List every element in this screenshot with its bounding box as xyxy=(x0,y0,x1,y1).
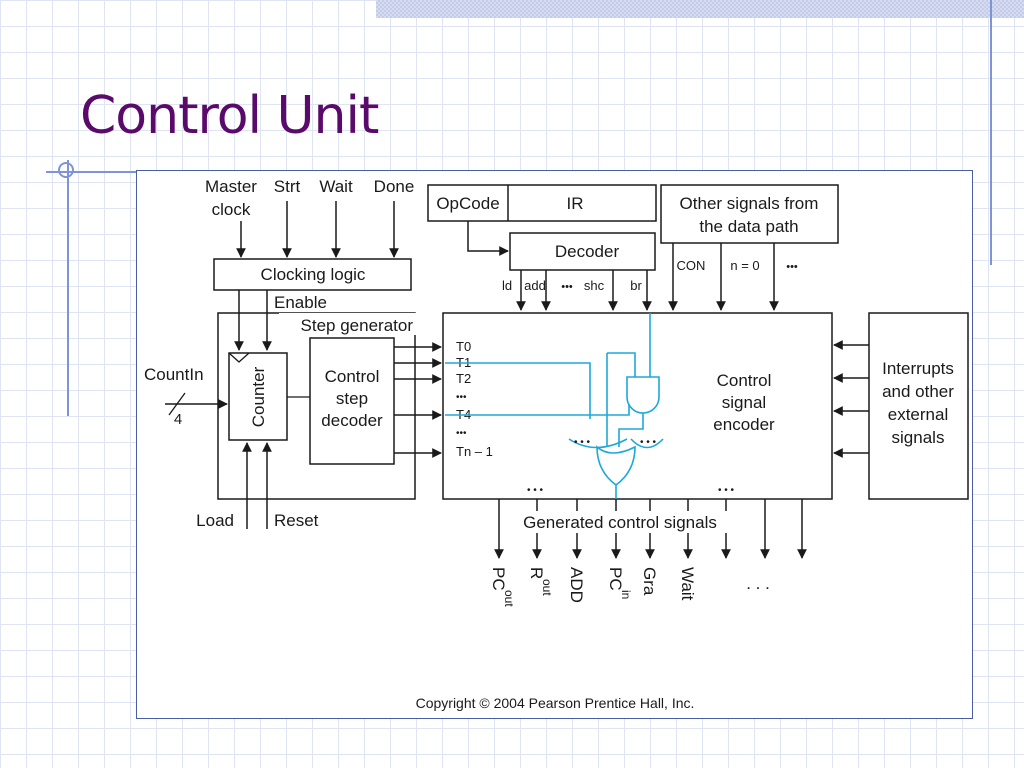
reset-label: Reset xyxy=(274,511,319,530)
clocking-logic-box xyxy=(213,258,412,291)
datapath-n-zero: n = 0 xyxy=(730,258,759,273)
interrupts-label-line3: external xyxy=(888,405,948,424)
load-label: Load xyxy=(196,511,234,530)
interrupts-box xyxy=(868,312,969,500)
decoder-out-br: br xyxy=(630,278,642,293)
generated-label-bg xyxy=(505,511,739,533)
slide-title: Control Unit xyxy=(80,86,379,146)
master-clock-label-line2: clock xyxy=(212,200,251,219)
step-generator-label-bg xyxy=(279,313,417,335)
wait-output-label: Wait xyxy=(678,567,697,601)
wait-input-label: Wait xyxy=(319,177,353,196)
svg-text:PC: PC xyxy=(489,567,508,591)
countin-bus-width: 4 xyxy=(174,411,182,428)
svg-text:out: out xyxy=(502,590,516,607)
decor-horizontal-line xyxy=(46,171,138,173)
counter-clock-triangle xyxy=(228,352,250,363)
other-signals-label-line1: Other signals from xyxy=(680,194,819,213)
svg-text:PC: PC xyxy=(606,567,625,591)
opcode-to-decoder-arrow xyxy=(467,221,509,256)
gra-label: Gra xyxy=(640,567,659,596)
generated-control-signals-label: Generated control signals xyxy=(523,513,717,532)
decor-crosshair-circle xyxy=(58,162,74,178)
step-generator-label: Step generator xyxy=(301,316,414,335)
timing-t2: T2 xyxy=(456,371,471,386)
decoder-out-add: add xyxy=(524,278,546,293)
decoder-out-ld: ld xyxy=(502,278,512,293)
done-label: Done xyxy=(374,177,415,196)
or-input-fan-right xyxy=(630,438,664,449)
decoder-out-shc: shc xyxy=(584,278,605,293)
opcode-label: OpCode xyxy=(436,194,499,213)
more-outputs-dots: . . . xyxy=(746,574,770,593)
datapath-dots: ••• xyxy=(786,261,798,273)
control-step-decoder-label-line3: decoder xyxy=(321,411,383,430)
or-inputs-dots-left: • • • xyxy=(574,437,591,448)
svg-text:Gra: Gra xyxy=(640,567,659,596)
interrupts-label-line1: Interrupts xyxy=(882,359,954,378)
svg-text:out: out xyxy=(540,579,554,596)
diagram-svg: Master clock Strt Wait Done Clocking log… xyxy=(144,177,969,711)
timing-arrows xyxy=(394,342,442,458)
control-unit-diagram: Master clock Strt Wait Done Clocking log… xyxy=(136,170,973,719)
encoder-label-line2: signal xyxy=(722,393,766,412)
interrupt-arrows xyxy=(833,340,869,458)
svg-text:R: R xyxy=(527,567,546,579)
svg-text:ADD: ADD xyxy=(567,567,586,603)
pc-out-label: PC out xyxy=(489,567,516,607)
and-gate xyxy=(626,376,660,414)
decoder-box xyxy=(509,232,656,271)
encoder-label-line3: encoder xyxy=(713,415,775,434)
ir-register-box xyxy=(427,184,657,222)
encoder-out-dots-left: • • • xyxy=(527,485,544,496)
control-step-decoder-label-line2: step xyxy=(336,389,368,408)
control-step-decoder-box xyxy=(309,337,395,465)
countin-bus-slash xyxy=(168,392,186,416)
header-decor-band xyxy=(376,0,1024,18)
other-signals-label-line2: the data path xyxy=(699,217,798,236)
counter-label: Counter xyxy=(249,366,268,427)
top-inputs-group: Master clock Strt Wait Done xyxy=(205,177,415,258)
copyright-text: Copyright © 2004 Pearson Prentice Hall, … xyxy=(416,695,695,711)
interrupts-label-line2: and other xyxy=(882,382,954,401)
timing-dots-1: ••• xyxy=(456,392,467,403)
datapath-con: CON xyxy=(677,258,706,273)
other-signals-box xyxy=(660,184,839,244)
svg-text:Wait: Wait xyxy=(678,567,697,601)
strt-label: Strt xyxy=(274,177,301,196)
control-step-decoder-label-line1: Control xyxy=(325,367,380,386)
decoder-label: Decoder xyxy=(555,242,620,261)
enable-label: Enable xyxy=(274,293,327,312)
t4-wire xyxy=(445,404,630,416)
add-signal-label: ADD xyxy=(567,567,586,603)
t1-wire xyxy=(445,362,591,419)
or-input-fan-left xyxy=(568,438,628,449)
decor-vertical-line-left xyxy=(67,160,69,416)
r-out-label: R out xyxy=(527,567,554,596)
pc-in-label: PC in xyxy=(606,567,633,599)
example-logic-gates xyxy=(445,313,664,499)
master-clock-label-line1: Master xyxy=(205,177,257,196)
or-inputs-dots-right: • • • xyxy=(640,437,657,448)
countin-label: CountIn xyxy=(144,365,204,384)
and-to-or-wire xyxy=(618,413,644,447)
svg-text:in: in xyxy=(619,590,633,599)
decoder-out-dots: ••• xyxy=(561,281,573,293)
encoder-label-line1: Control xyxy=(717,371,772,390)
encoder-out-dots-right: • • • xyxy=(718,485,735,496)
interrupts-label-line4: signals xyxy=(892,428,945,447)
timing-t0: T0 xyxy=(456,339,471,354)
ir-label: IR xyxy=(567,194,584,213)
output-signal-labels: PC out R out ADD PC in Gra Wait xyxy=(489,567,697,607)
decor-vertical-line-right xyxy=(990,0,992,265)
feedback-wire xyxy=(607,352,636,377)
clocking-logic-label: Clocking logic xyxy=(261,265,366,284)
or-gate xyxy=(596,445,636,486)
timing-dots-2: ••• xyxy=(456,428,467,439)
timing-tn: Tn – 1 xyxy=(456,444,493,459)
control-signal-encoder-box xyxy=(442,312,833,500)
